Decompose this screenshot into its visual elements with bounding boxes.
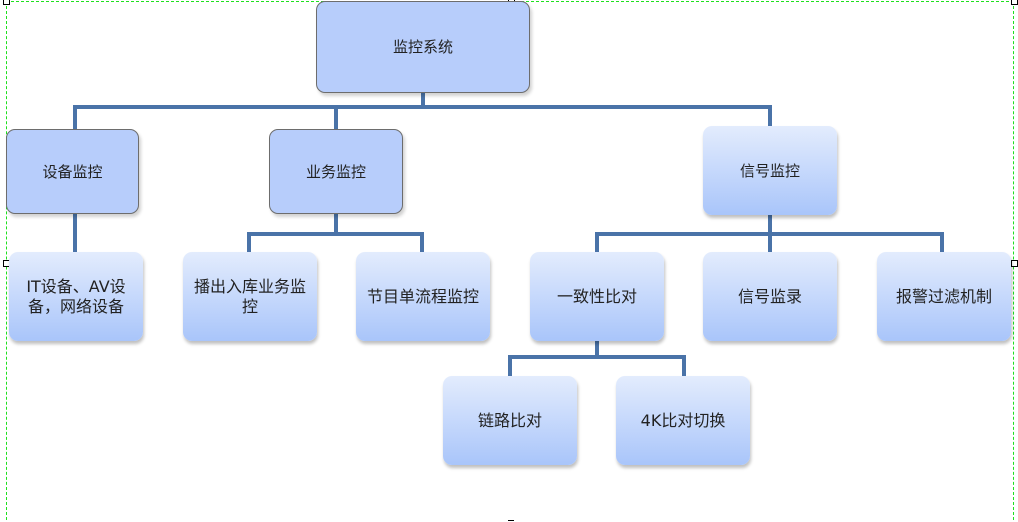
connector-signal	[595, 215, 944, 253]
node-label: IT设备、AV设备，网络设备	[26, 276, 126, 316]
node-alarm-filter-mechanism[interactable]: 报警过滤机制	[877, 252, 1011, 341]
node-broadcast-ingest-monitoring[interactable]: 播出入库业务监控	[183, 252, 317, 341]
connector-root	[73, 93, 772, 130]
node-label: 报警过滤机制	[895, 286, 992, 306]
node-it-av-network-devices[interactable]: IT设备、AV设备，网络设备	[9, 252, 143, 341]
node-label: 信号监控	[739, 161, 800, 180]
node-root[interactable]: 监控系统	[316, 1, 530, 93]
node-link-comparison[interactable]: 链路比对	[443, 376, 577, 465]
resize-handle-bottom[interactable]	[508, 520, 514, 521]
node-label: 一致性比对	[556, 286, 637, 306]
connector-consistency	[508, 340, 686, 377]
node-label: 设备监控	[42, 162, 103, 181]
node-signal-monitoring[interactable]: 信号监控	[703, 126, 837, 215]
node-label: 播出入库业务监控	[193, 276, 306, 316]
node-root-label: 监控系统	[392, 38, 453, 56]
node-device-monitoring[interactable]: 设备监控	[6, 129, 139, 214]
node-label: 节目单流程监控	[366, 286, 479, 306]
node-4k-comparison-switch[interactable]: 4K比对切换	[616, 376, 750, 465]
connector-business	[247, 213, 424, 253]
node-label: 业务监控	[305, 162, 366, 181]
node-label: 信号监录	[737, 286, 802, 306]
node-program-list-flow-monitoring[interactable]: 节目单流程监控	[356, 252, 490, 341]
resize-handle-top-left[interactable]	[3, 0, 10, 5]
node-signal-recording[interactable]: 信号监录	[703, 252, 837, 341]
node-label: 4K比对切换	[640, 410, 726, 430]
node-consistency-comparison[interactable]: 一致性比对	[530, 252, 664, 341]
node-business-monitoring[interactable]: 业务监控	[269, 129, 403, 214]
node-label: 链路比对	[477, 410, 542, 430]
